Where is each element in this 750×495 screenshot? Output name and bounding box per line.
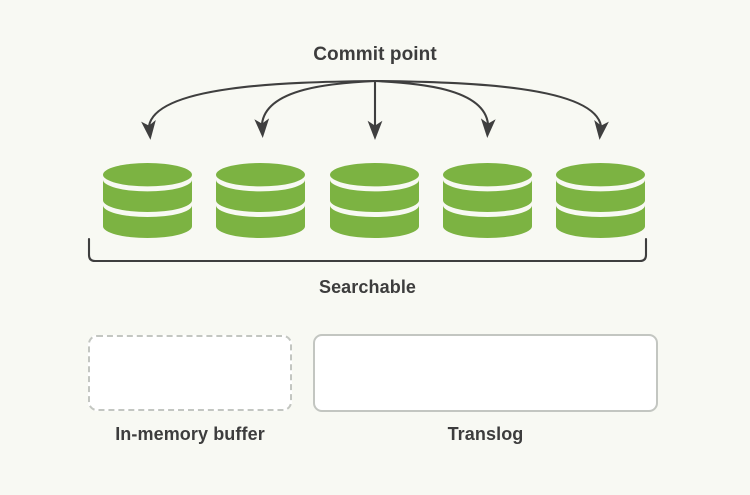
segment-1-icon bbox=[103, 163, 192, 238]
translog-box bbox=[313, 334, 658, 412]
translog-label: Translog bbox=[447, 424, 524, 444]
segment-2-icon bbox=[216, 163, 305, 238]
searchable-label: Searchable bbox=[318, 277, 417, 297]
arrow-curve-5 bbox=[373, 79, 603, 128]
commit-point-arrows bbox=[147, 79, 603, 128]
segment-3-icon bbox=[330, 163, 419, 238]
arrow-curve-4 bbox=[373, 79, 490, 126]
arrow-curve-1 bbox=[147, 79, 377, 128]
arrow-curve-2 bbox=[260, 79, 377, 126]
segment-4-icon bbox=[443, 163, 532, 238]
page-title: Commit point bbox=[313, 44, 437, 65]
segment-row bbox=[103, 163, 645, 238]
searchable-bracket bbox=[87, 237, 648, 263]
in-memory-buffer-label: In-memory buffer bbox=[115, 424, 265, 444]
in-memory-buffer-box bbox=[88, 335, 292, 411]
segment-5-icon bbox=[556, 163, 645, 238]
